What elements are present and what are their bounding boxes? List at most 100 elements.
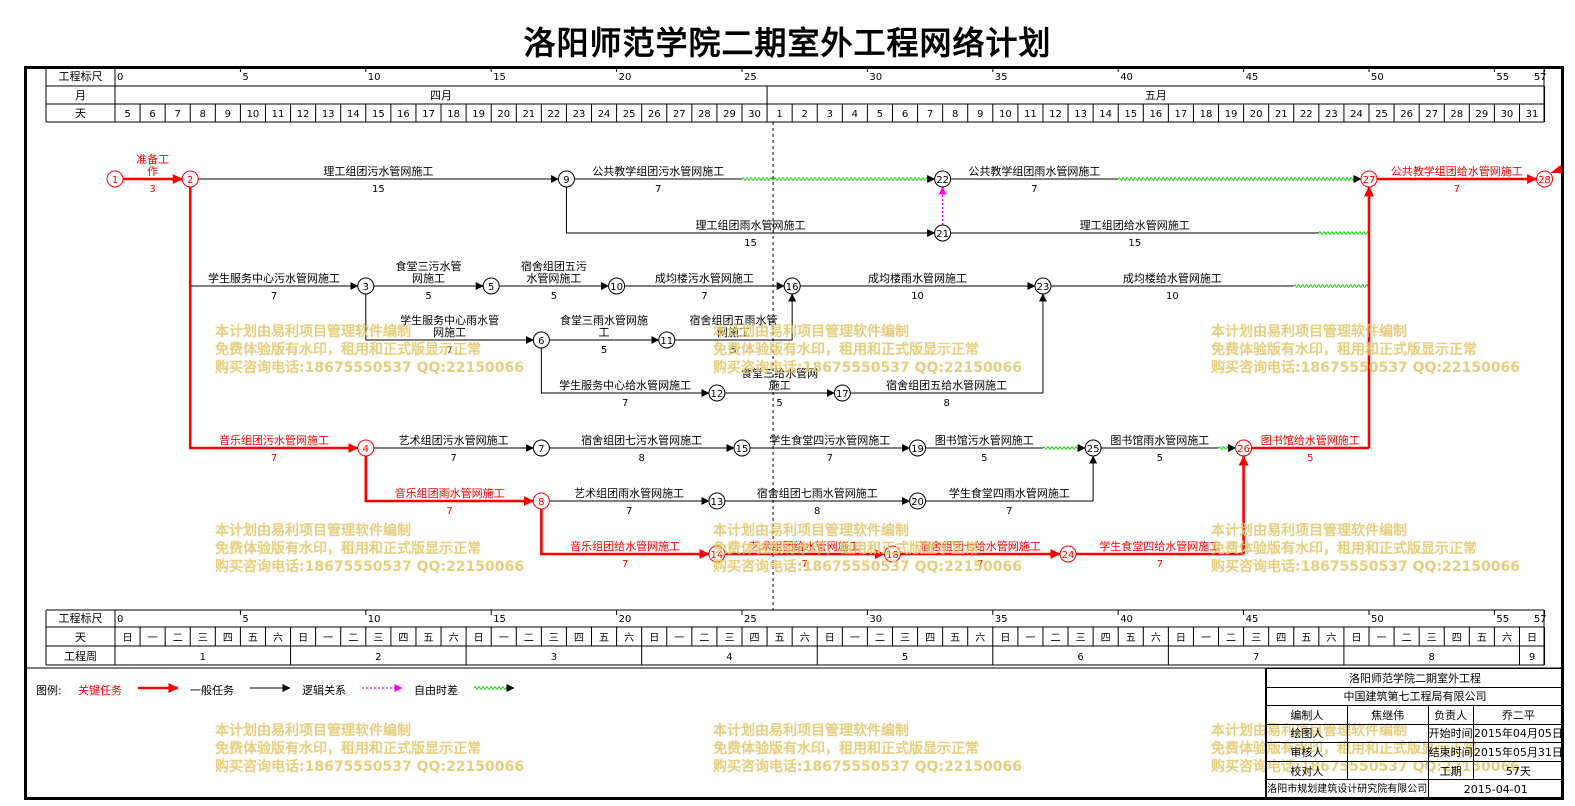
event-node	[883, 545, 901, 563]
task-duration: 7	[622, 559, 628, 570]
task-name: 网施工	[717, 326, 750, 339]
weekday-label: 三	[1251, 633, 1261, 644]
day-label: 24	[1350, 109, 1363, 120]
tb-cell: 结束时间	[1427, 742, 1474, 762]
task-name: 食堂三给水管网	[741, 366, 818, 380]
weekday-label: 日	[123, 633, 133, 644]
weekday-label: 一	[499, 633, 509, 644]
day-label: 5	[877, 109, 883, 120]
weekday-label: 日	[1176, 633, 1186, 644]
tb-company: 中国建筑第七工程局有限公司	[1266, 686, 1564, 707]
scale-tick-label: 35	[995, 614, 1008, 625]
title-block: 洛阳师范学院二期室外工程 中国建筑第七工程局有限公司 编制人 焦继伟 负责人 乔…	[1265, 668, 1565, 799]
task-duration: 7	[626, 506, 632, 517]
weekday-label: 五	[1301, 633, 1311, 644]
task-duration: 3	[149, 184, 155, 195]
task-name: 工	[599, 326, 610, 339]
scale-tick-label: 40	[1120, 72, 1133, 83]
task-name: 学生食堂四给水管网施工	[1099, 539, 1220, 553]
weekday-label: 三	[900, 633, 910, 644]
weekday-label: 三	[724, 633, 734, 644]
event-node	[357, 439, 375, 457]
weekday-label: 一	[323, 633, 333, 644]
weekday-label: 三	[549, 633, 559, 644]
weekday-label: 一	[1377, 633, 1387, 644]
legend-float-label: 自由时差	[414, 684, 458, 697]
task-name: 作	[147, 165, 158, 178]
event-node-label: 8	[538, 497, 544, 508]
task-arrow	[188, 187, 359, 453]
watermark: 本计划由易利项目管理软件编制免费体验版有水印，租用和正式版显示正常购买咨询电话:…	[1211, 523, 1520, 575]
weekday-label: 二	[699, 633, 709, 644]
week-label: 8	[1429, 652, 1435, 663]
tb-cell: 审核人	[1266, 742, 1348, 762]
scale-tick-label: 57	[1534, 614, 1547, 625]
task-name: 理工组团雨水管网施工	[696, 218, 806, 232]
tb-cell: 焦继伟	[1346, 705, 1429, 725]
event-node	[833, 384, 851, 402]
event-node	[708, 545, 726, 563]
event-node-label: 28	[1538, 175, 1551, 186]
weekday-label: 二	[875, 633, 885, 644]
week-label: 9	[1529, 652, 1535, 663]
day-label: 16	[397, 109, 410, 120]
watermark: 本计划由易利项目管理软件编制免费体验版有水印，租用和正式版显示正常购买咨询电话:…	[215, 324, 524, 376]
event-node	[733, 439, 751, 457]
task-duration: 5	[601, 345, 607, 356]
task-name: 食堂三雨水管网施	[560, 313, 648, 327]
event-node-label: 17	[836, 389, 849, 400]
task-name: 学生食堂四雨水管网施工	[949, 486, 1070, 500]
day-label: 14	[347, 109, 360, 120]
weekday-label: 六	[975, 632, 985, 644]
task-duration: 5	[730, 345, 736, 356]
task-arrow	[540, 509, 710, 559]
scale-tick-label: 5	[242, 72, 248, 83]
weekday-label: 日	[649, 633, 659, 644]
legend-logic-label: 逻辑关系	[302, 684, 346, 697]
task-name: 宿舍组团七雨水管网施工	[757, 486, 878, 500]
event-node	[532, 331, 550, 349]
day-label: 9	[225, 109, 231, 120]
week-label: 2	[375, 652, 381, 663]
scale-tick-label: 45	[1246, 72, 1259, 83]
task-duration: 7	[622, 398, 628, 409]
event-node-label: 26	[1237, 444, 1250, 455]
event-node	[934, 224, 952, 242]
tb-cell: 校对人	[1266, 760, 1348, 781]
event-node	[934, 170, 952, 188]
day-label: 19	[472, 109, 485, 120]
task-duration: 7	[446, 506, 452, 517]
task-duration: 5	[1157, 453, 1163, 464]
legend-prefix: 图例:	[36, 684, 62, 697]
event-node	[482, 277, 500, 295]
task-name: 成均楼雨水管网施工	[868, 271, 967, 285]
task-duration: 7	[701, 291, 707, 302]
tb-date: 2015-04-01	[1427, 779, 1565, 799]
tb-designer: 洛阳市规划建筑设计研究院有限公司	[1266, 779, 1429, 799]
day-label: 25	[1375, 109, 1388, 120]
scale-tick-label: 10	[368, 614, 381, 625]
float-line	[1042, 446, 1080, 450]
weekday-label: 日	[298, 633, 308, 644]
weekday-label: 三	[1076, 633, 1086, 644]
tb-cell: 57天	[1472, 760, 1565, 781]
scale-tick-label: 35	[995, 72, 1008, 83]
day-label: 10	[247, 109, 260, 120]
weekday-label: 六	[1151, 632, 1161, 644]
event-node-label: 25	[1087, 444, 1100, 455]
day-label: 13	[322, 109, 335, 120]
float-line	[1117, 177, 1355, 181]
weekday-label: 四	[1452, 633, 1462, 644]
task-name: 公共教学组团雨水管网施工	[968, 164, 1100, 178]
task-duration: 7	[1031, 184, 1037, 195]
week-label: 5	[902, 652, 908, 663]
task-name: 学生服务中心给水管网施工	[559, 378, 691, 392]
event-node	[708, 384, 726, 402]
day-label: 20	[1250, 109, 1263, 120]
task-duration: 7	[827, 453, 833, 464]
event-node-label: 22	[936, 175, 949, 186]
task-name: 施工	[769, 379, 791, 392]
row-label-day: 天	[75, 107, 86, 120]
task-name: 网施工	[412, 272, 445, 285]
